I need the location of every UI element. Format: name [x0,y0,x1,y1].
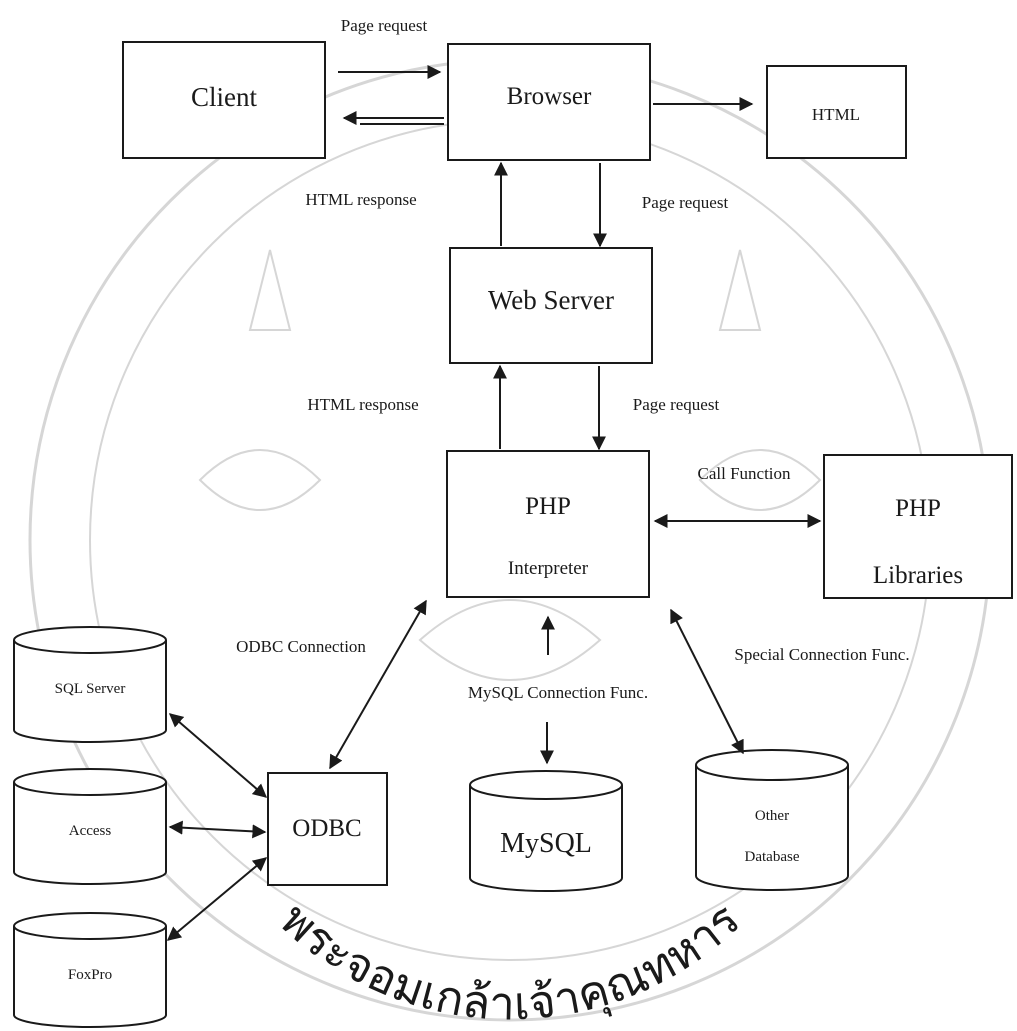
label-call-function: Call Function [697,464,791,483]
foxpro-label: FoxPro [68,967,112,983]
other-database-line1: Other [755,808,789,824]
php-interpreter-subtitle: Interpreter [508,558,589,579]
watermark-text: พระจอมเกล้าเจ้าคุณทหาร [270,892,750,1031]
php-interpreter-title: PHP [525,493,571,520]
mysql-database: MySQL [469,770,623,892]
arrow-odbc-connection [329,599,427,770]
seal-spire-shapes [248,249,762,331]
label-special-connection: Special Connection Func. [734,645,909,664]
other-database: Other Database [695,749,849,891]
foxpro-database: FoxPro [13,912,167,1028]
php-libraries-title: PHP [895,495,941,522]
label-html-response-1: HTML response [305,190,416,209]
client-node: Client [122,41,326,159]
odbc-label: ODBC [292,815,361,842]
sql-server-label: SQL Server [55,681,126,697]
php-libraries-node: PHP Libraries [823,454,1013,599]
html-label: HTML [812,105,860,124]
arrow-foxpro-odbc [166,857,268,941]
web-server-label: Web Server [488,285,614,315]
mysql-label: MySQL [500,828,592,859]
label-mysql-connection: MySQL Connection Func. [468,683,648,702]
arrow-special-connection [670,608,744,755]
label-page-request-2: Page request [642,193,729,212]
browser-label: Browser [507,83,592,110]
html-node: HTML [766,65,907,159]
label-page-request-3: Page request [633,395,720,414]
arrow-sqlserver-odbc [168,713,268,798]
client-label: Client [191,82,257,112]
browser-node: Browser [447,43,651,161]
php-interpreter-node: PHP Interpreter [446,450,650,598]
access-label: Access [69,823,112,839]
arrow-access-odbc [168,820,267,839]
label-odbc-connection: ODBC Connection [236,637,366,656]
php-libraries-subtitle: Libraries [873,562,963,589]
odbc-node: ODBC [267,772,388,886]
sql-server-database: SQL Server [13,626,167,743]
seal-center-ornament [418,599,602,681]
seal-ornament-shapes [198,449,822,511]
label-page-request-top: Page request [341,16,428,35]
web-server-node: Web Server [449,247,653,364]
label-html-response-2: HTML response [307,395,418,414]
other-database-line2: Database [745,849,800,865]
access-database: Access [13,768,167,885]
